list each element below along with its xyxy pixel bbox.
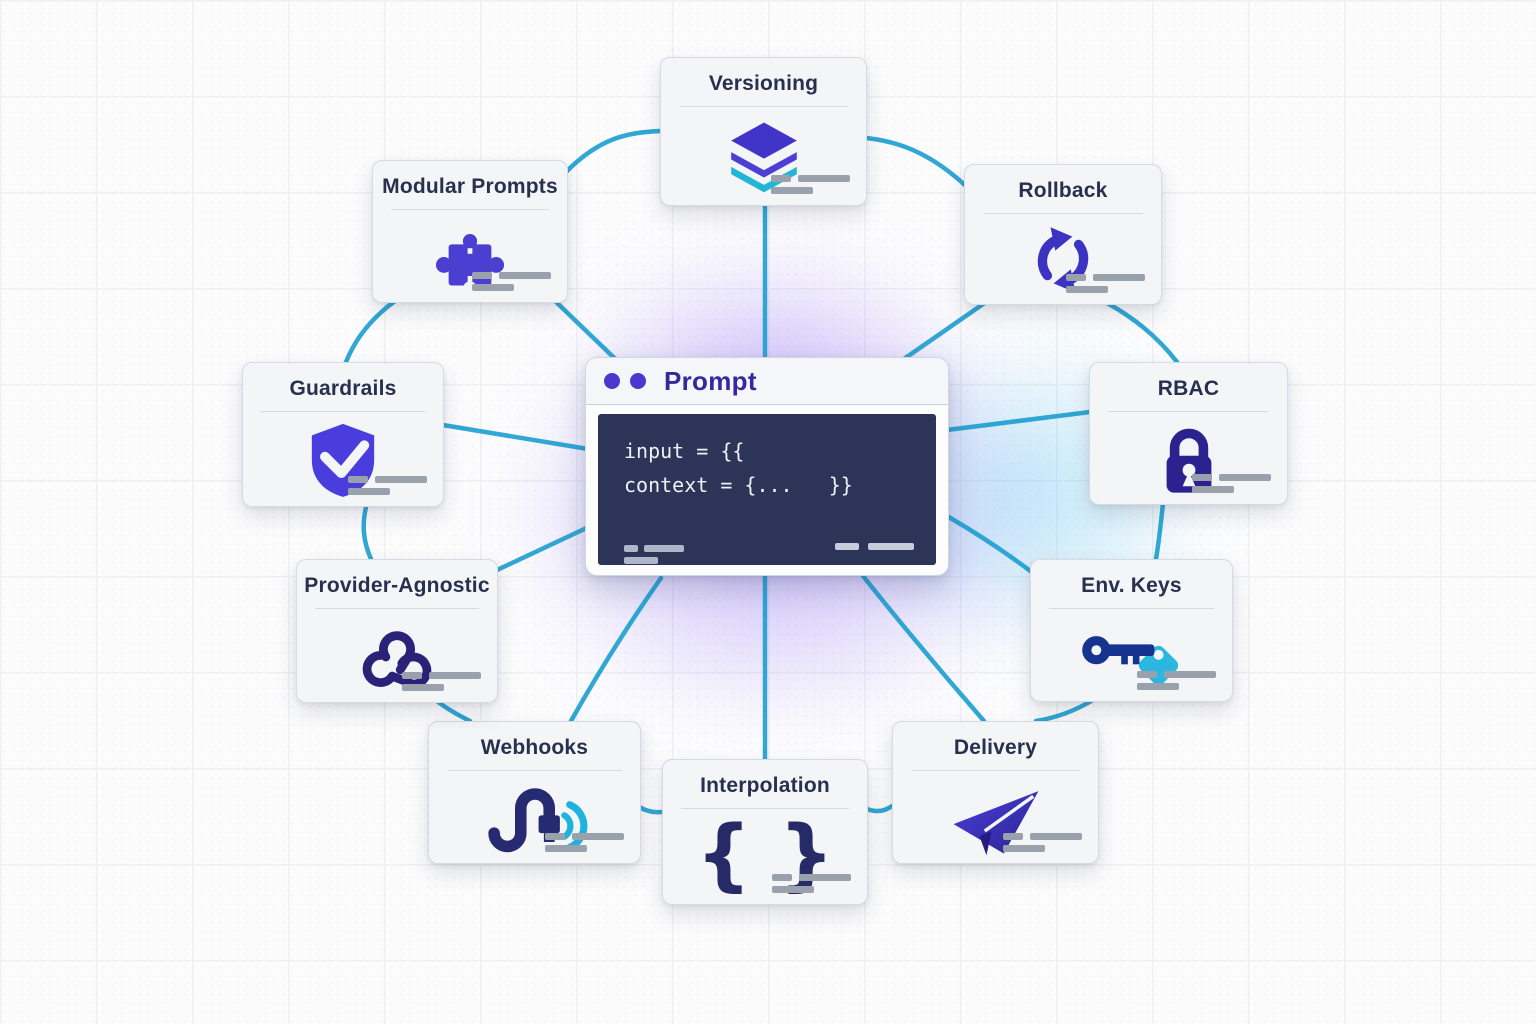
- window-dot-icon: [630, 373, 646, 389]
- divider: [911, 770, 1080, 771]
- node-title: Guardrails: [289, 377, 397, 400]
- node-card-rbac: RBAC: [1089, 362, 1288, 505]
- prompt-title: Prompt: [664, 365, 757, 396]
- node-title: Delivery: [953, 736, 1038, 759]
- code-line-2: context = {... }}: [624, 473, 853, 497]
- node-card-delivery: Delivery: [892, 721, 1099, 864]
- placeholder-text: [402, 672, 481, 691]
- placeholder-text: [348, 476, 427, 495]
- placeholder-text: [472, 272, 551, 291]
- placeholder-text: [771, 175, 850, 194]
- knot-icon: [357, 611, 437, 702]
- code-footer-placeholder: [835, 543, 914, 550]
- placeholder-text: [1137, 671, 1216, 690]
- node-title: Env. Keys: [1081, 574, 1182, 597]
- code-line-1: input = {{: [624, 439, 745, 463]
- edge-center-guardrails: [440, 422, 591, 452]
- node-card-interpolation: Interpolation { }: [662, 759, 868, 905]
- divider: [983, 213, 1143, 214]
- node-title: Versioning: [708, 72, 819, 95]
- prompt-window-titlebar: Prompt: [586, 358, 948, 405]
- divider: [681, 808, 849, 809]
- edge-versioning-rollback: [863, 135, 970, 190]
- edge-webhooks-provider: [434, 698, 473, 724]
- node-title: Rollback: [1018, 179, 1108, 202]
- edge-center-envkeys: [944, 513, 1036, 576]
- edge-center-rollback: [898, 299, 989, 364]
- divider: [261, 411, 425, 412]
- placeholder-text: [1066, 274, 1145, 293]
- placeholder-text: [1192, 474, 1271, 493]
- node-card-versioning: Versioning: [660, 57, 867, 206]
- lock-icon: [1149, 414, 1229, 504]
- edge-rollback-rbac: [1104, 300, 1180, 365]
- node-title: Provider-Agnostic: [304, 574, 490, 597]
- edge-delivery-interp: [864, 803, 895, 814]
- edge-rbac-envkeys: [1153, 500, 1166, 562]
- window-dot-icon: [604, 373, 620, 389]
- placeholder-text: [545, 833, 624, 852]
- divider: [315, 608, 479, 609]
- ring-edges: [343, 128, 1180, 815]
- node-title: RBAC: [1157, 377, 1220, 400]
- paper-plane-icon: [948, 773, 1044, 863]
- node-card-env-keys: Env. Keys: [1030, 559, 1233, 702]
- placeholder-text: [772, 874, 851, 893]
- edge-provider-guardrails: [361, 504, 374, 562]
- divider: [447, 770, 622, 771]
- edge-interp-webhooks: [636, 804, 665, 815]
- divider: [391, 209, 549, 210]
- node-title: Webhooks: [480, 736, 589, 759]
- divider: [679, 106, 848, 107]
- node-card-modular-prompts: Modular Prompts: [372, 160, 568, 303]
- node-title: Modular Prompts: [382, 175, 558, 198]
- node-title: Interpolation: [700, 774, 830, 797]
- edge-modular-versioning: [564, 128, 664, 174]
- edge-center-rbac: [944, 409, 1093, 433]
- edge-guardrails-modular: [343, 298, 398, 365]
- prompt-code-block: input = {{ context = {... }}: [598, 414, 936, 565]
- node-card-rollback: Rollback: [964, 164, 1162, 305]
- placeholder-text: [1003, 833, 1082, 852]
- edge-envkeys-delivery: [1033, 697, 1096, 724]
- prompt-window: Prompt input = {{ context = {... }}: [585, 357, 949, 576]
- node-card-webhooks: Webhooks: [428, 721, 641, 864]
- node-card-provider-agnostic: Provider-Agnostic: [296, 559, 498, 703]
- divider: [1049, 608, 1214, 609]
- node-card-guardrails: Guardrails: [242, 362, 444, 507]
- divider: [1108, 411, 1269, 412]
